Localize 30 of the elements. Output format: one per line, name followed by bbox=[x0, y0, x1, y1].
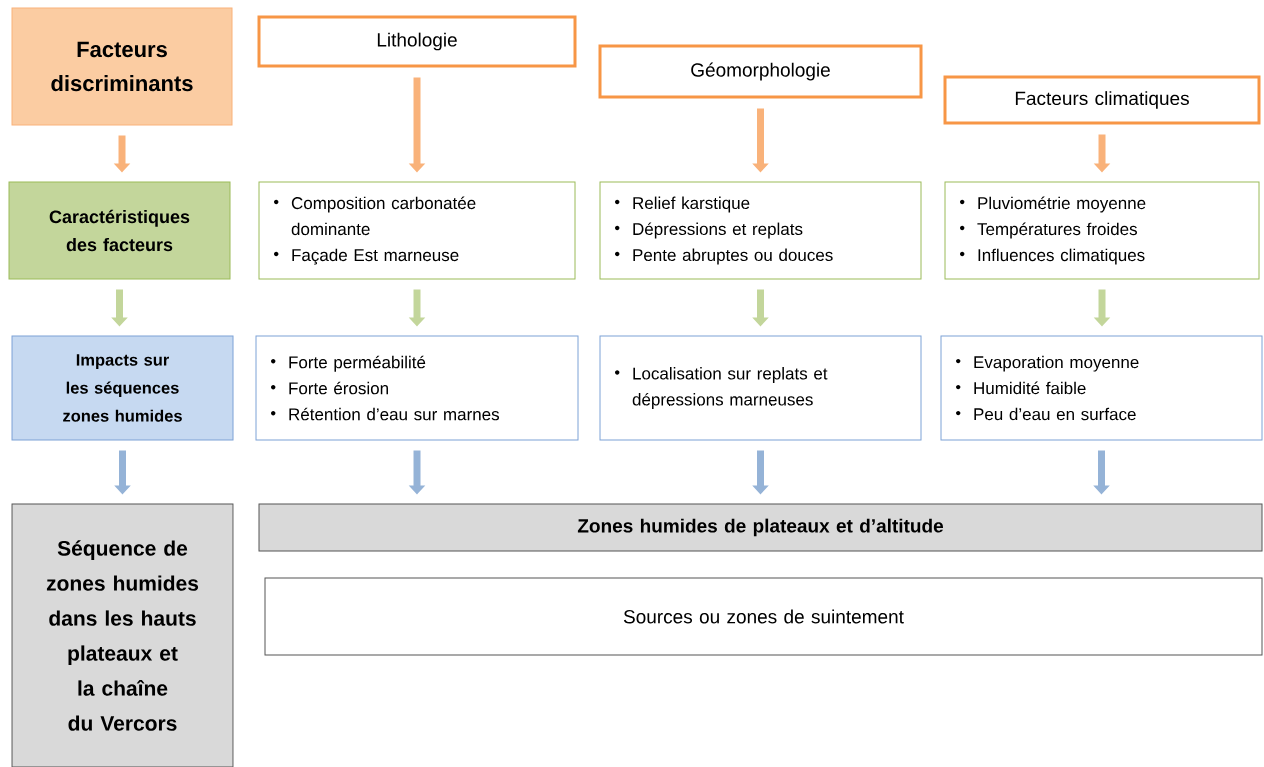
list-box bbox=[258, 181, 576, 280]
factor-box: Facteurs climatiques bbox=[943, 75, 1261, 125]
bullet-item: Relief karstique bbox=[615, 196, 750, 213]
list-box bbox=[599, 335, 922, 441]
bullet-item: Humidité faible bbox=[956, 381, 1086, 395]
list-box bbox=[599, 181, 922, 280]
list-box bbox=[940, 335, 1263, 441]
bullet-item: Dépressions et replats bbox=[615, 222, 803, 239]
list-box bbox=[944, 181, 1260, 280]
category-bar: Sources ou zones de suintement bbox=[264, 577, 1263, 656]
bullet-item: Forte perméabilité bbox=[271, 355, 426, 372]
heading-box: Impacts sur les séquences zones humides bbox=[11, 335, 234, 441]
bullet-item: Pluviométrie moyenne bbox=[960, 196, 1146, 213]
bullet-item: Localisation sur replats et dépressions marneuses bbox=[615, 367, 828, 409]
factor-box: Géomorphologie bbox=[598, 44, 923, 99]
heading-box: Caractéristiques des facteurs bbox=[8, 181, 231, 280]
heading-box: Facteurs discriminants bbox=[11, 7, 233, 126]
bullet-item: Pente abruptes ou douces bbox=[615, 248, 833, 265]
list-box bbox=[255, 335, 579, 441]
factor-box: Lithologie bbox=[257, 15, 577, 68]
category-bar: Zones humides de plateaux et d’altitude bbox=[258, 503, 1263, 552]
bullet-item: Températures froides bbox=[960, 222, 1137, 239]
bullet-item: Forte érosion bbox=[271, 381, 388, 395]
heading-box: Séquence de zones humides dans les hauts plateaux et la chaîne du Vercors bbox=[11, 503, 234, 767]
bullet-item: Influences climatiques bbox=[960, 248, 1145, 265]
bullet-item: Rétention d’eau sur marnes bbox=[271, 407, 499, 421]
bullet-item: Façade Est marneuse bbox=[274, 248, 459, 265]
bullet-item: Peu d’eau en surface bbox=[956, 407, 1136, 421]
bullet-item: Evaporation moyenne bbox=[956, 355, 1139, 372]
bullet-item: Composition carbonatée dominante bbox=[274, 196, 476, 236]
